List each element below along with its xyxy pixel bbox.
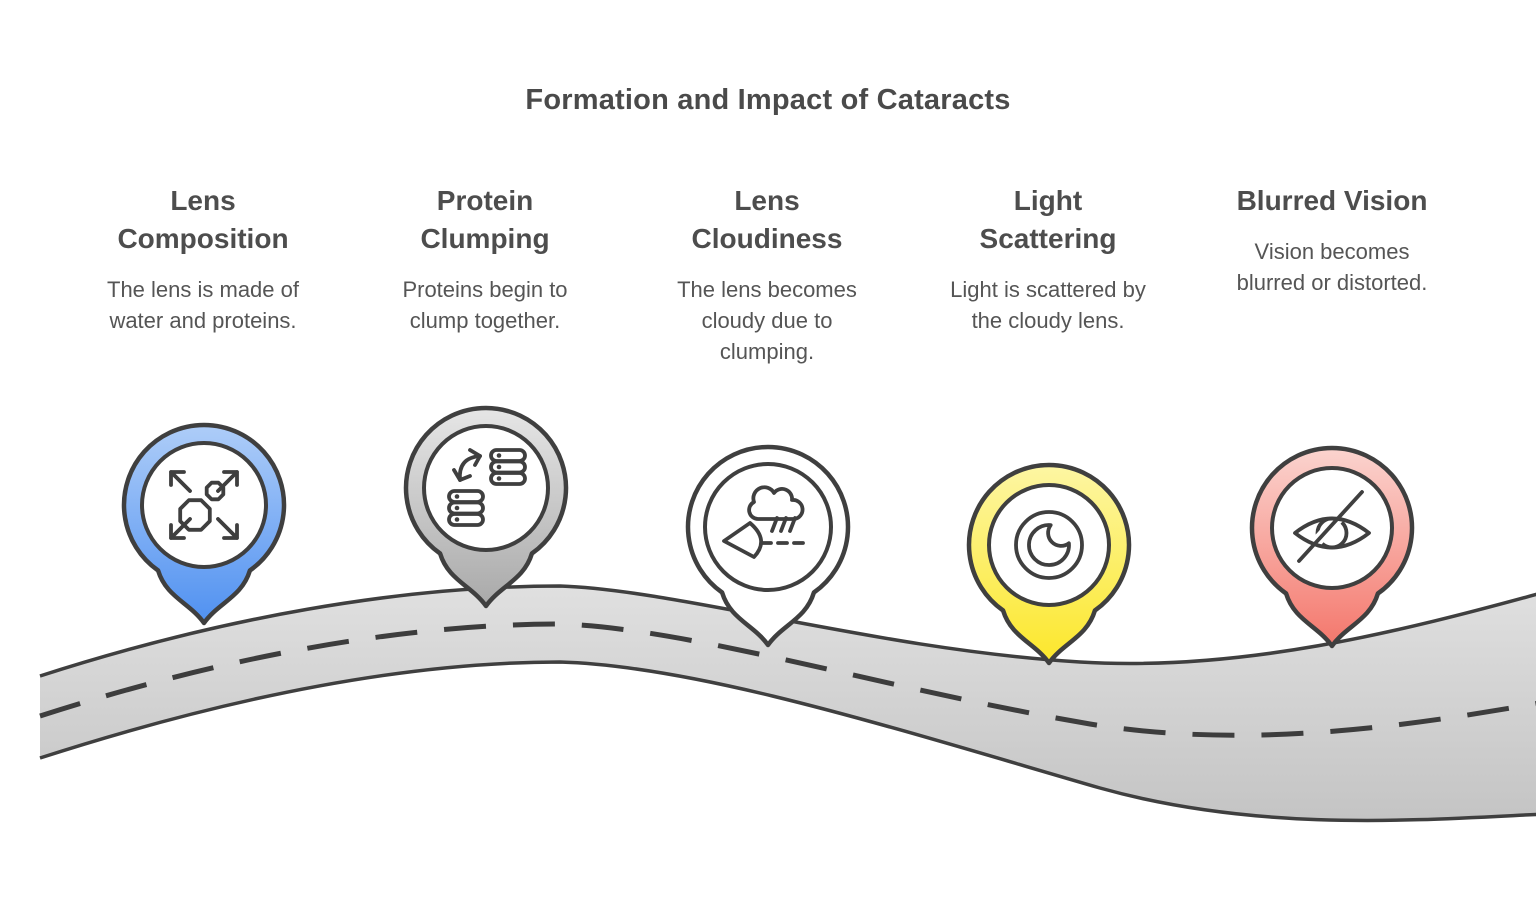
stage-description: Light is scattered by the cloudy lens. [950, 277, 1146, 333]
lens-pupil-icon [1014, 510, 1084, 580]
pin-face [987, 483, 1111, 607]
protein-stacks-transfer-icon [447, 448, 527, 527]
fog-cloud-visibility-icon [722, 485, 808, 559]
pin-blurred-vision [1249, 445, 1415, 649]
stage-column-protein-clumping: Protein Clumping Proteins begin to clump… [345, 182, 625, 337]
stage-column-lens-composition: Lens Composition The lens is made of wat… [63, 182, 343, 337]
stage-description: Proteins begin to clump together. [402, 277, 568, 333]
road-surface [40, 586, 1536, 821]
stage-heading: Protein Clumping [420, 185, 550, 255]
pin-lens-cloudiness [685, 444, 851, 648]
page-title: Formation and Impact of Cataracts [525, 84, 1011, 116]
stage-heading: Blurred Vision [1236, 185, 1428, 216]
stage-description: Vision becomes blurred or distorted. [1236, 239, 1428, 295]
stage-heading: Lens Cloudiness [691, 185, 843, 255]
stage-description: The lens becomes cloudy due to clumping. [677, 277, 857, 364]
pin-face [703, 462, 833, 592]
road-bottom-edge [39, 660, 1536, 823]
stage-heading: Light Scattering [979, 185, 1117, 255]
pin-protein-clumping [403, 405, 569, 609]
stage-column-blurred-vision: Blurred Vision Vision becomes blurred or… [1192, 182, 1472, 299]
stage-heading: Lens Composition [117, 185, 289, 255]
stage-column-light-scattering: Light Scattering Light is scattered by t… [908, 182, 1188, 337]
stage-description: The lens is made of water and proteins. [107, 277, 299, 333]
stage-column-lens-cloudiness: Lens Cloudiness The lens becomes cloudy … [627, 182, 907, 368]
pin-lens-composition [121, 422, 287, 626]
eye-off-icon [1293, 486, 1371, 567]
pin-face [422, 424, 550, 552]
expand-molecules-icon [169, 470, 239, 540]
pin-light-scattering [966, 462, 1132, 666]
